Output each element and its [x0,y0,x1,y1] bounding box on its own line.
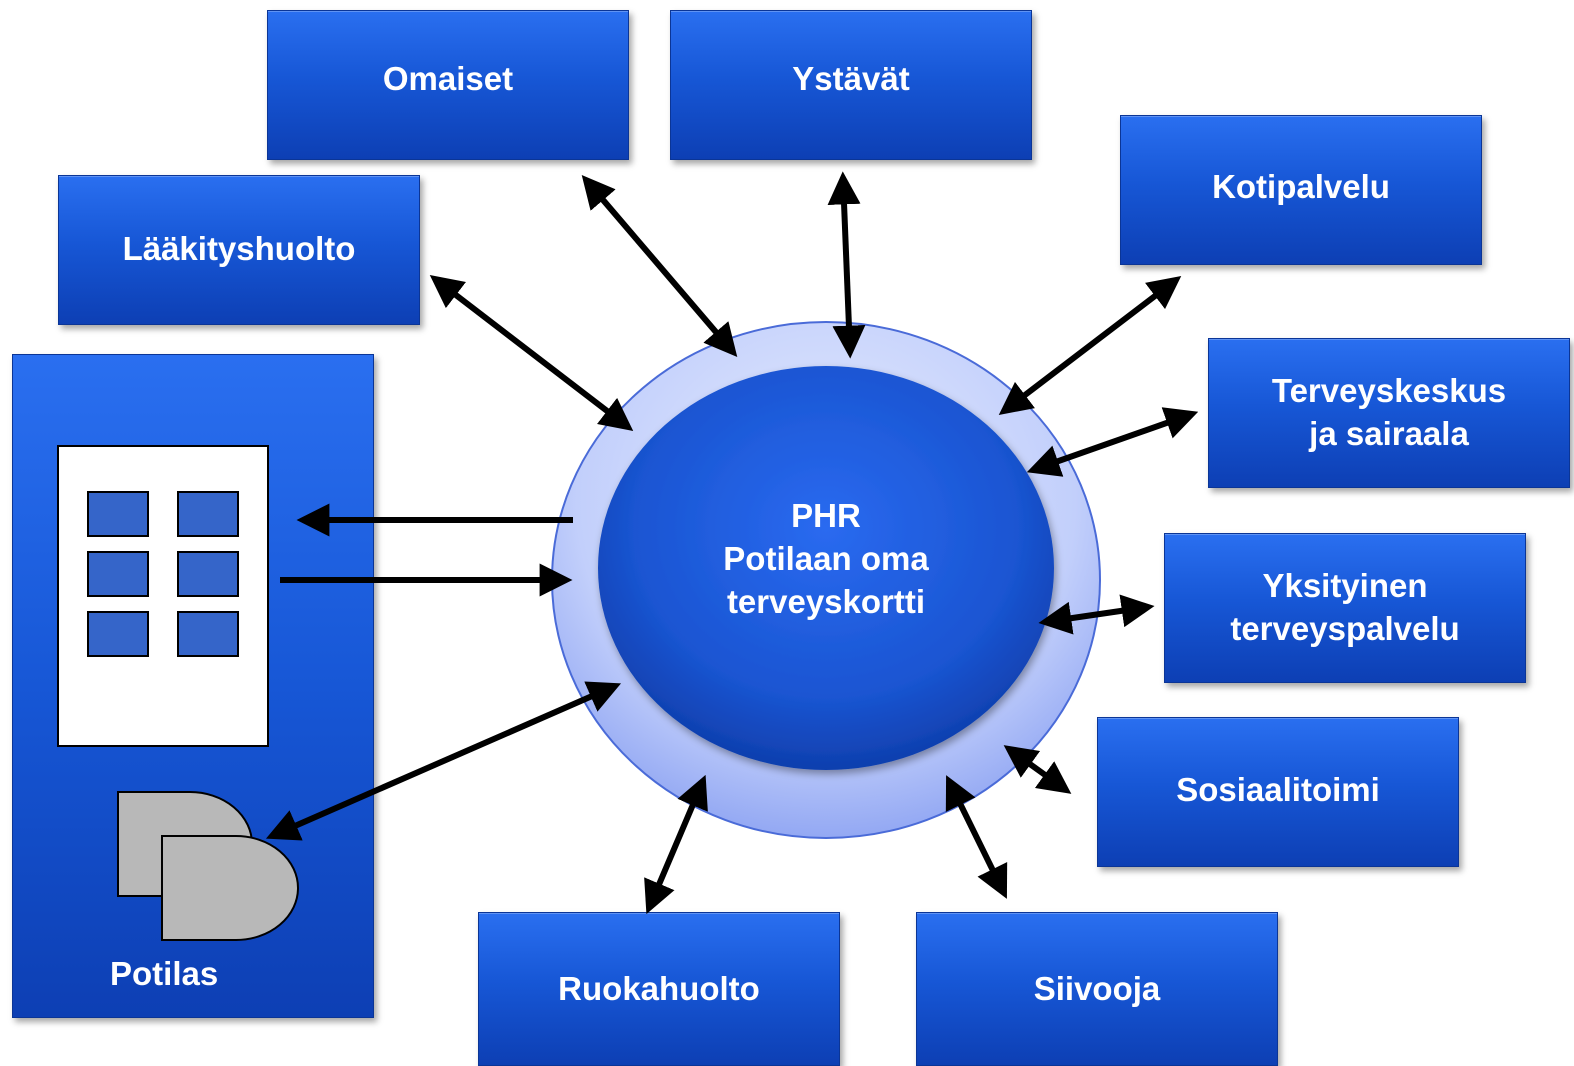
node-laakityshuolto-label: Lääkityshuolto [122,229,356,267]
node-sosiaalitoimi: Sosiaalitoimi [1097,717,1459,867]
node-ruokahuolto-label: Ruokahuolto [558,969,760,1007]
phr-hub-line-1: PHR [791,497,861,534]
node-terveyskeskus-line-1: Terveyskeskus [1271,372,1507,410]
node-ruokahuolto: Ruokahuolto [478,912,840,1066]
arrow-patient [265,681,622,841]
node-omaiset-label: Omaiset [382,59,514,97]
node-ystavat: Ystävät [670,10,1032,160]
arrow-laakityshuolto [429,274,634,432]
node-terveyskeskus: Terveyskeskus ja sairaala [1208,338,1570,488]
arrow-omaiset [581,174,738,358]
node-terveyskeskus-text: Terveyskeskus ja sairaala [1272,370,1506,456]
patient-bust-icon [117,791,299,941]
node-yksityinen: Yksityinen terveyspalvelu [1164,533,1526,683]
health-record-document-icon [57,445,269,747]
phr-hub-line-3: terveyskortti [726,582,926,620]
arrow-kotipalvelu [998,276,1182,415]
phr-hub-line-2: Potilaan oma [723,539,929,577]
arrow-terveyskeskus [1026,407,1199,477]
phr-core-circle [598,366,1054,770]
arrow-siivooja [945,775,1008,899]
patient-label: Potilas [110,955,219,992]
arrow-ystavat [827,171,866,359]
node-yksityinen-line-1: Yksityinen [1262,567,1428,605]
node-yksityinen-line-2: terveyspalvelu [1230,610,1460,647]
node-laakityshuolto: Lääkityshuolto [58,175,420,325]
record-tile [87,611,149,657]
arrow-yksityinen [1038,594,1155,635]
phr-hub-label: PHR Potilaan oma terveyskortti [626,495,1026,624]
node-sosiaalitoimi-label: Sosiaalitoimi [1176,770,1380,808]
record-tile [87,491,149,537]
record-tile [177,491,239,537]
node-siivooja-label: Siivooja [1033,969,1161,1007]
node-ystavat-label: Ystävät [792,59,910,97]
node-yksityinen-text: Yksityinen terveyspalvelu [1230,565,1459,651]
node-terveyskeskus-line-2: ja sairaala [1309,415,1469,452]
arrow-ruokahuolto [644,774,708,915]
record-tile [87,551,149,597]
record-tile [177,551,239,597]
node-siivooja: Siivooja [916,912,1278,1066]
node-kotipalvelu-label: Kotipalvelu [1212,167,1390,205]
node-omaiset: Omaiset [267,10,629,160]
node-kotipalvelu: Kotipalvelu [1120,115,1482,265]
record-tile [177,611,239,657]
arrow-sosiaalitoimi [1003,745,1072,794]
